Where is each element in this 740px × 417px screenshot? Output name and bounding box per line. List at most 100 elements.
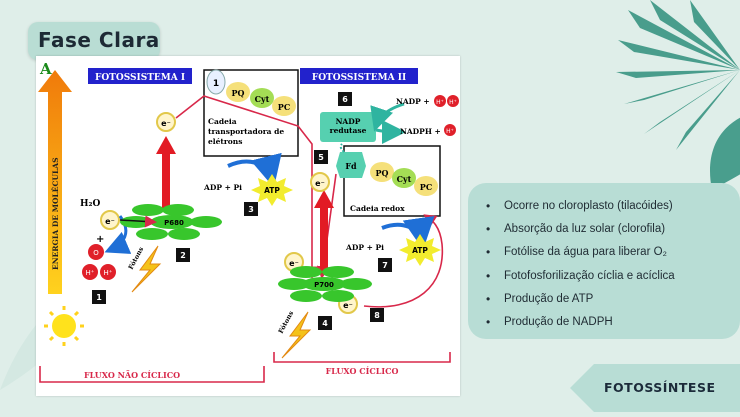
chain2-title: Cadeia redox (350, 204, 405, 213)
summary-item: Ocorre no cloroplasto (tilacóides) (484, 195, 675, 218)
pq-label: PQ (232, 88, 245, 98)
excitation-arrow-ps1 (314, 190, 334, 274)
summary-item: Fotólise da água para liberar O₂ (484, 241, 675, 264)
pq2-carrier (370, 162, 394, 182)
h-plus-1-label: H⁺ (436, 99, 444, 106)
panel-letter: A (39, 60, 52, 78)
photosystem1-thylakoid (278, 266, 372, 302)
footer-tag-label: FOTOSSÍNTESE (604, 380, 716, 395)
fd-label: Fd (345, 161, 357, 171)
p680-label: P680 (164, 219, 184, 227)
svg-text:e⁻: e⁻ (289, 259, 299, 268)
lightning-bolt-ps2 (131, 245, 162, 293)
pc-carrier (272, 96, 296, 116)
noncyclic-bracket (39, 366, 265, 383)
pq2-label: PQ (376, 168, 389, 178)
energy-axis-label: ENERGIA DE MOLÉCULAS (51, 157, 60, 270)
atp-label-2: ATP (412, 246, 428, 255)
summary-item: Fotofosforilização cíclia e acíclica (484, 265, 675, 288)
h-plus-3 (444, 124, 456, 136)
footer-tag (570, 364, 740, 412)
step-badge-7: 7 (378, 258, 392, 272)
cyt-label: Cyt (255, 94, 270, 104)
photosystem2-label: FOTOSSISTEMA II (312, 73, 406, 83)
svg-text:4: 4 (322, 319, 328, 328)
pc-label: PC (278, 102, 290, 112)
energy-arrow (38, 70, 72, 294)
pc2-label: PC (420, 182, 432, 192)
electron-ps2-top: e⁻ (156, 112, 176, 132)
pc2-carrier (414, 176, 438, 196)
proton-2-label: H⁺ (104, 269, 113, 277)
oxygen (88, 244, 104, 260)
light-phase-diagram: A ENERGIA DE MOLÉCULAS FOTOSSISTEMA I FO… (36, 56, 460, 396)
svg-text:e⁻: e⁻ (161, 119, 171, 128)
fd-carrier (336, 152, 366, 178)
step-badge-8: 8 (370, 308, 384, 322)
electron-water: e⁻ (100, 210, 120, 230)
nadp-arrow (370, 102, 405, 132)
adp-pi-label-1: ADP + Pi (203, 183, 242, 192)
h-plus-2 (447, 95, 459, 107)
oxygen-label: O (93, 249, 99, 257)
sun-icon (44, 306, 84, 346)
cyclic-bracket (273, 352, 451, 363)
monstera-leaf-decoration (710, 117, 740, 190)
nadph-arrow (375, 119, 406, 144)
page-title: Fase Clara (38, 28, 160, 52)
svg-text:e⁻: e⁻ (105, 217, 115, 226)
svg-text:1: 1 (96, 293, 102, 302)
pq-carrier (226, 82, 250, 102)
flow-cyclic-label: FLUXO CÍCLICO (326, 366, 399, 376)
atp-label-1: ATP (264, 186, 280, 195)
atp-star-1 (251, 174, 293, 206)
atp-star-2 (399, 234, 441, 266)
proton-2 (100, 264, 116, 280)
nadp-reductase-box (320, 112, 376, 142)
fotons-label-ps1: Fótons (277, 309, 296, 335)
step-badge-4: 4 (318, 316, 332, 330)
electron-ps1-top: e⁻ (310, 172, 330, 192)
proton-1 (82, 264, 98, 280)
chain1-number: 1 (213, 79, 219, 89)
h-plus-1 (434, 95, 446, 107)
svg-text:8: 8 (374, 311, 380, 320)
palm-leaf-decoration (616, 0, 740, 150)
excitation-arrow-ps2 (156, 136, 176, 208)
electron-to-p680-arrow (119, 215, 157, 228)
summary-list: Ocorre no cloroplasto (tilacóides) Absor… (484, 195, 675, 334)
photosystem2-thylakoid (120, 204, 222, 240)
plus-sign: + (96, 234, 104, 245)
photosystem2-label-bg (300, 68, 418, 84)
atp-arrow-1 (227, 152, 282, 188)
adp-pi-label-2: ADP + Pi (345, 243, 384, 252)
svg-text:e⁻: e⁻ (343, 301, 353, 310)
lightning-bolt-ps1 (281, 311, 312, 359)
svg-text:7: 7 (382, 261, 388, 270)
cyt-carrier (250, 88, 274, 108)
flow-noncyclic-label: FLUXO NÃO CÍCLICO (84, 370, 180, 380)
cyclic-return-line (363, 214, 444, 308)
photosystem1-label-bg (88, 68, 192, 84)
step-badge-5: 5 (314, 150, 328, 164)
summary-panel: Ocorre no cloroplasto (tilacóides) Absor… (468, 183, 740, 339)
summary-item: Absorção da luz solar (clorofila) (484, 218, 675, 241)
chain1-number-oval (206, 69, 226, 95)
svg-text:5: 5 (318, 153, 324, 162)
summary-item: Produção de ATP (484, 288, 675, 311)
step-badge-1: 1 (92, 290, 106, 304)
svg-text:6: 6 (342, 95, 348, 104)
fd-to-reductase-arrow (339, 143, 345, 153)
h2o-label: H₂O (80, 199, 100, 209)
step-badge-2: 2 (176, 248, 190, 262)
svg-text:3: 3 (248, 205, 254, 214)
nadph-out-label: NADPH + (400, 127, 441, 136)
svg-text:e⁻: e⁻ (315, 179, 325, 188)
summary-item: Produção de NADPH (484, 311, 675, 334)
cyt2-carrier (392, 168, 416, 188)
svg-text:2: 2 (180, 251, 186, 260)
p700-label: P700 (314, 281, 334, 289)
atp-arrow-2 (381, 215, 435, 250)
